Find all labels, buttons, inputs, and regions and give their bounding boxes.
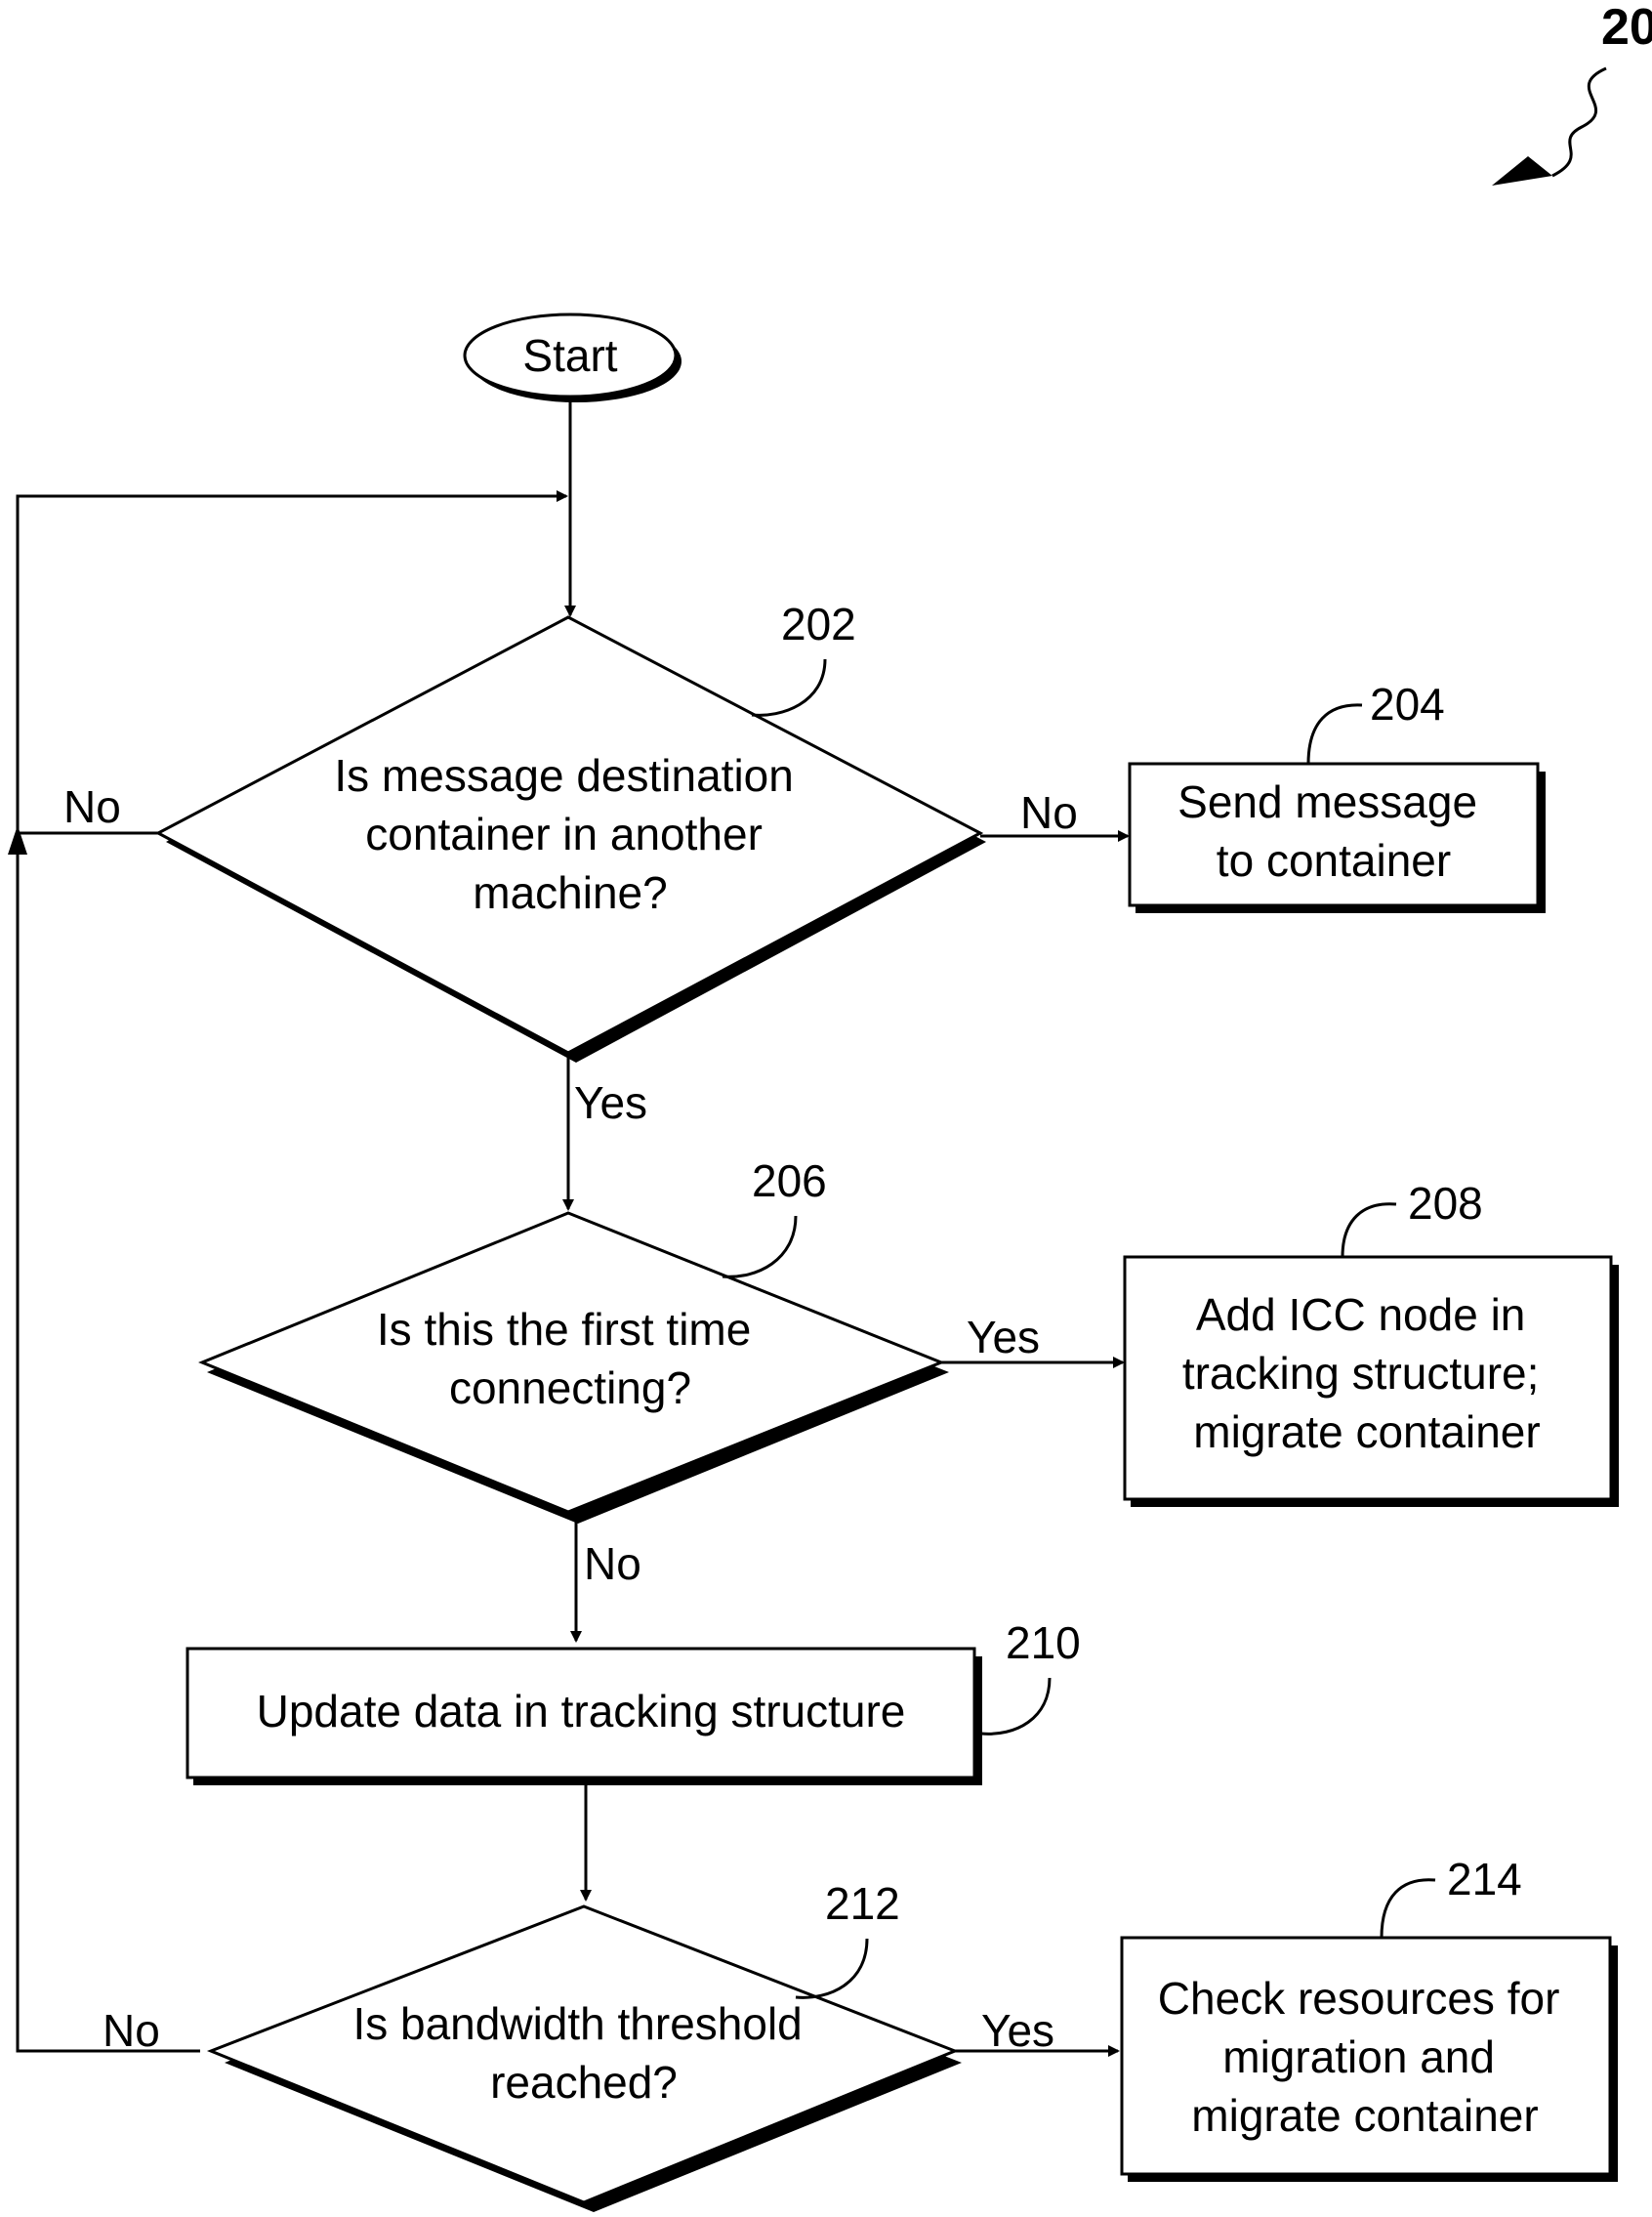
process-214: Check resources for migration and migrat… [1122,1938,1618,2182]
b208-ref: 208 [1408,1178,1483,1229]
b214-ref-leader [1382,1880,1435,1938]
process-210: Update data in tracking structure [187,1649,982,1785]
b210-text: Update data in tracking structure [257,1686,906,1736]
d212-left-label: No [103,2005,160,2056]
decision-202: Is message destination container in anot… [158,617,986,1063]
b208-ref-leader [1342,1204,1396,1257]
d206-down-label: No [584,1538,641,1589]
d212-right-label: Yes [981,2005,1054,2056]
d212-ref-leader [796,1939,867,1997]
b214-ref: 214 [1447,1854,1522,1904]
decision-206: Is this the first time connecting? [202,1213,949,1524]
d206-ref-leader [723,1216,796,1276]
b208-text: Add ICC node in tracking structure; migr… [1182,1289,1551,1457]
b204-ref-leader [1308,705,1362,764]
d202-ref: 202 [781,599,856,649]
loopback-arrowhead [8,825,27,855]
start-label: Start [522,330,617,381]
b204-ref: 204 [1370,679,1445,730]
d202-down-label: Yes [574,1077,647,1128]
d202-left-label: No [63,781,121,832]
d202-right-label: No [1020,787,1078,838]
b210-ref: 210 [1006,1617,1081,1668]
figure-ref-squiggle [1552,68,1606,176]
figure-ref-label: 200 [1601,0,1652,56]
b210-ref-leader [981,1678,1050,1734]
process-208: Add ICC node in tracking structure; migr… [1125,1257,1619,1507]
figure-ref-arrowhead [1492,156,1552,186]
d206-ref: 206 [752,1155,827,1206]
process-204: Send message to container [1130,764,1546,913]
d206-right-label: Yes [967,1312,1040,1362]
d212-ref: 212 [825,1878,900,1929]
decision-212: Is bandwidth threshold reached? [211,1906,962,2212]
start-terminal: Start [465,314,681,402]
d202-ref-leader [752,659,825,715]
